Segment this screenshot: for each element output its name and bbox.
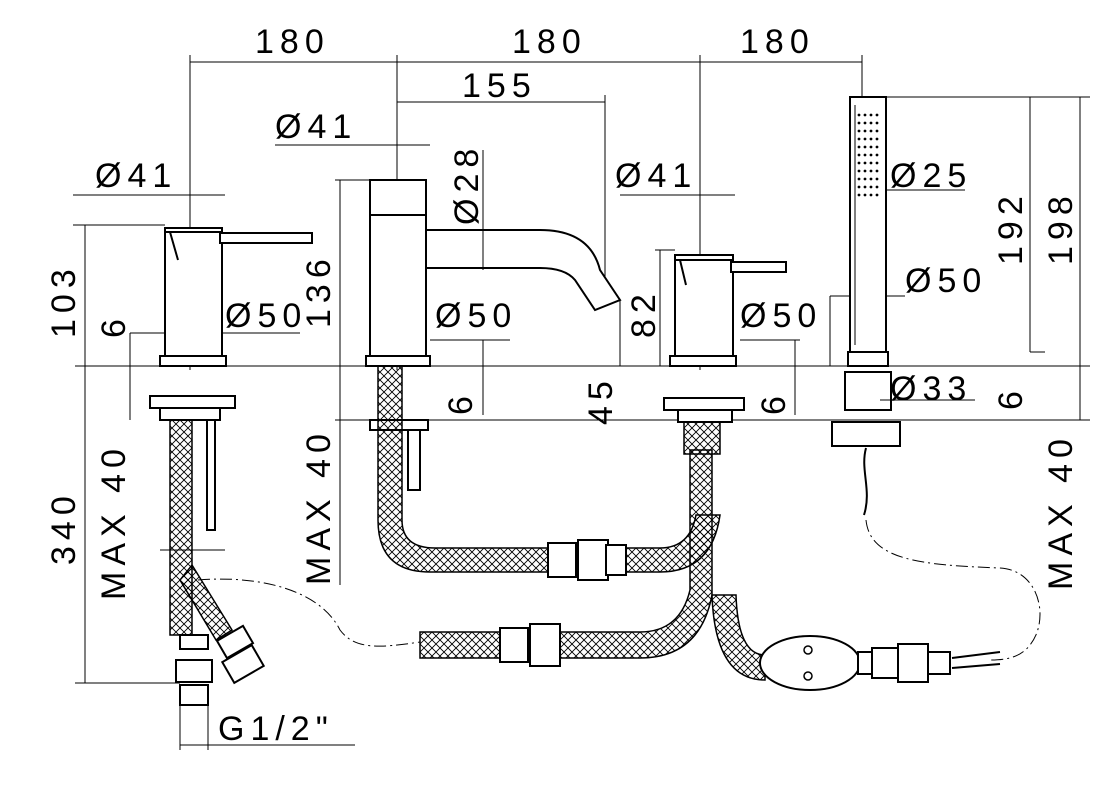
- shower-height-192: 192: [992, 190, 1030, 265]
- spout-hoses: [377, 365, 721, 667]
- left-lever-diameter: Ø41: [95, 157, 177, 195]
- spout-outlet-height: 45: [582, 375, 620, 425]
- bidet-spout: [275, 144, 622, 431]
- left-mixer: [73, 194, 313, 421]
- top-dimension-lines: [189, 55, 863, 370]
- shower-handle-diameter: Ø25: [890, 157, 972, 195]
- right-base-diameter: Ø50: [740, 297, 822, 335]
- spout-max-deck: MAX 40: [300, 428, 338, 585]
- shower-height-198: 198: [1042, 190, 1080, 265]
- shower-hose: [711, 519, 1041, 691]
- left-height: 103: [45, 263, 83, 338]
- dimension-spacing-1: 180: [255, 23, 330, 61]
- spout-base-diameter: Ø50: [435, 297, 517, 335]
- shower-max-deck: MAX 40: [1042, 433, 1080, 590]
- shower-holder-diameter: Ø33: [890, 370, 972, 408]
- spout-outlet-diameter: Ø28: [448, 143, 486, 225]
- shower-base-diameter: Ø50: [905, 262, 987, 300]
- right-lever-diameter: Ø41: [615, 157, 697, 195]
- left-max-deck: MAX 40: [95, 443, 133, 600]
- dimension-spacing-3: 180: [740, 23, 815, 61]
- thread-size: G1/2": [218, 710, 334, 748]
- spout-height: 136: [300, 253, 338, 328]
- hose-length: 340: [45, 490, 83, 565]
- dimension-spout-reach: 155: [462, 67, 537, 105]
- right-plate-thickness: 6: [755, 390, 793, 415]
- spout-body-diameter: Ø41: [275, 108, 357, 146]
- left-hoses: [160, 419, 421, 706]
- shower-plate-thickness: 6: [992, 385, 1030, 410]
- dimension-spacing-2: 180: [512, 23, 587, 61]
- right-mixer: [620, 194, 800, 455]
- left-base-diameter: Ø50: [225, 297, 307, 335]
- right-height: 82: [625, 288, 663, 338]
- shower-head-holes: [857, 113, 879, 197]
- left-plate-thickness: 6: [95, 313, 133, 338]
- spout-plate-thickness: 6: [442, 390, 480, 415]
- hand-shower: [829, 96, 1090, 516]
